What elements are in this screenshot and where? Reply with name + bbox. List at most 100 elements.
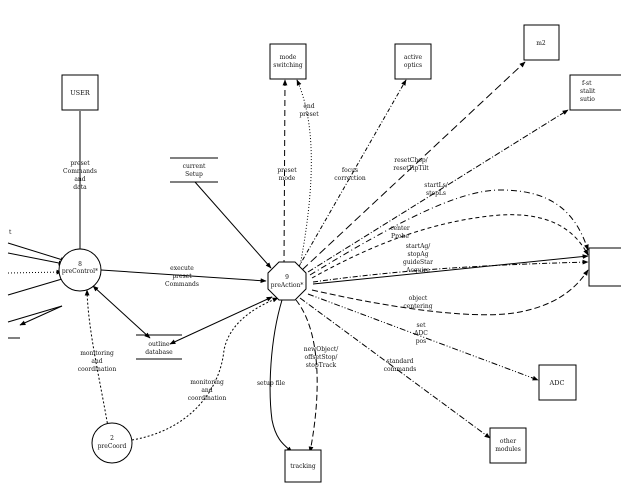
node-label: sutio	[580, 96, 595, 103]
flow-label: and	[91, 358, 102, 365]
edge-mode-preaction	[296, 79, 312, 267]
flow-label: ADC	[413, 330, 428, 337]
store-label-line: current	[183, 163, 206, 170]
node-pre-action: 9 preAction*	[267, 261, 307, 301]
flow-label: Probe	[391, 233, 409, 240]
flow-label: preset	[299, 111, 319, 118]
edge-preaction-ls	[309, 189, 589, 276]
flow-label: and	[74, 176, 85, 183]
edge-preaction-tracking-b	[295, 299, 318, 453]
label-left-stub: t	[9, 229, 12, 236]
flow-label: pos	[416, 338, 427, 345]
label-monitoring-left: monitoring and coordination	[78, 350, 117, 373]
edge-setup-preaction	[194, 181, 272, 269]
node-label: preControl*	[62, 268, 98, 275]
flow-label: setup file	[257, 380, 286, 387]
edge-left-stub-3	[7, 269, 63, 275]
label-end-preset: end preset	[299, 103, 319, 118]
label-start-ls: startLs/ stopLs	[424, 182, 448, 197]
label-reset-chop: resetChop/ resetTipTilt	[393, 157, 429, 172]
node-label: m2	[536, 40, 546, 47]
edge-precontrol-preaction	[100, 269, 267, 284]
nodes: USER mode switching active optics m2 f-s…	[58, 24, 621, 483]
node-mode-switching: mode switching	[269, 43, 307, 80]
edge-preaction-probe	[311, 214, 589, 279]
flow-label: guideStar	[403, 259, 433, 266]
edge-left-stub-1	[7, 242, 67, 262]
edge-preaction-right	[307, 109, 569, 273]
label-new-object: newObject/ offsetStop/ stopTrack	[304, 346, 339, 369]
edge-preaction-tracking-a	[269, 299, 293, 453]
store-current-setup: current Setup	[170, 157, 218, 183]
label-preset-mode: preset mode	[277, 167, 297, 182]
node-label: mode	[280, 54, 297, 61]
edge-preaction-modules	[299, 297, 491, 439]
edge-preaction-adc	[307, 293, 539, 381]
flow-label: coordination	[78, 366, 117, 373]
flow-label: data	[73, 184, 87, 191]
flow-label: resetChop/	[394, 157, 428, 164]
edge-precoord-precontrol	[84, 289, 109, 428]
store-label-line: database	[145, 349, 173, 356]
flow-label: stopTrack	[306, 362, 337, 369]
edge-left-stub-2	[7, 252, 65, 266]
flow-label: stopLs	[426, 190, 446, 197]
node-label: active	[404, 54, 423, 61]
flow-label: correction	[334, 175, 366, 182]
node-label: 8	[78, 261, 82, 268]
label-standard-commands: standard commands	[384, 358, 417, 373]
flow-label: end	[303, 103, 314, 110]
node-label: preCoord	[98, 443, 127, 450]
label-set-adc: set ADC pos	[413, 322, 428, 345]
flow-label: monitoring	[80, 350, 114, 357]
node-label: tracking	[290, 463, 316, 470]
edge-preaction-ag	[312, 259, 589, 283]
label-execute-preset: execute preset Commands	[165, 265, 199, 288]
flow-label: Acquire	[405, 267, 430, 274]
flow-label: coordination	[188, 395, 227, 402]
node-m2: m2	[523, 24, 560, 61]
edge-left-stub-6	[19, 305, 63, 326]
node-label: stalit	[580, 88, 596, 95]
node-label: f-st	[582, 80, 592, 87]
data-stores: current Setup outline database	[136, 157, 218, 360]
edge-preaction-ag-solid	[312, 254, 589, 285]
flow-label: resetTipTilt	[393, 165, 429, 172]
flow-label: center	[390, 225, 410, 232]
label-object-centering: object centering	[403, 295, 432, 310]
edge-precoord-preaction	[131, 297, 279, 441]
node-adc: ADC	[538, 364, 577, 401]
flow-label: monitoring	[190, 379, 224, 386]
edge-preaction-m2	[301, 61, 526, 271]
flow-label: preset	[277, 167, 297, 174]
flow-label: set	[416, 322, 426, 329]
flow-label: object	[409, 295, 428, 302]
flow-label: stopAg	[407, 251, 428, 258]
flow-labels: preset Commands and data execute preset …	[9, 103, 449, 402]
node-other-modules: other modules	[489, 427, 527, 464]
label-focus-correction: focus correction	[334, 167, 366, 182]
node-right-partial: f-st stalit sutio	[569, 74, 621, 111]
edge-left-stub-5	[7, 305, 63, 323]
edge-preaction-object	[311, 269, 589, 316]
flow-label: standard	[386, 358, 413, 365]
node-label: USER	[70, 89, 91, 97]
node-label: switching	[273, 62, 303, 69]
node-label: 9	[285, 274, 289, 281]
label-preset-commands: preset Commands and data	[63, 160, 97, 191]
node-right-target	[588, 247, 621, 287]
edge-preaction-mode	[282, 79, 288, 267]
node-label: preAction*	[271, 282, 304, 289]
flow-label: startAg/	[406, 243, 432, 250]
node-label: optics	[404, 62, 422, 69]
node-pre-control: 8 preControl*	[58, 248, 102, 292]
store-outline-database: outline database	[136, 334, 182, 360]
store-label-line: outline	[148, 341, 170, 348]
flow-label: offsetStop/	[305, 354, 339, 361]
node-label: ADC	[549, 379, 565, 387]
flow-label: t	[9, 229, 12, 236]
flow-label: and	[201, 387, 212, 394]
flow-label: Commands	[63, 168, 97, 175]
store-label-line: Setup	[185, 171, 203, 178]
node-label: other	[500, 438, 516, 445]
